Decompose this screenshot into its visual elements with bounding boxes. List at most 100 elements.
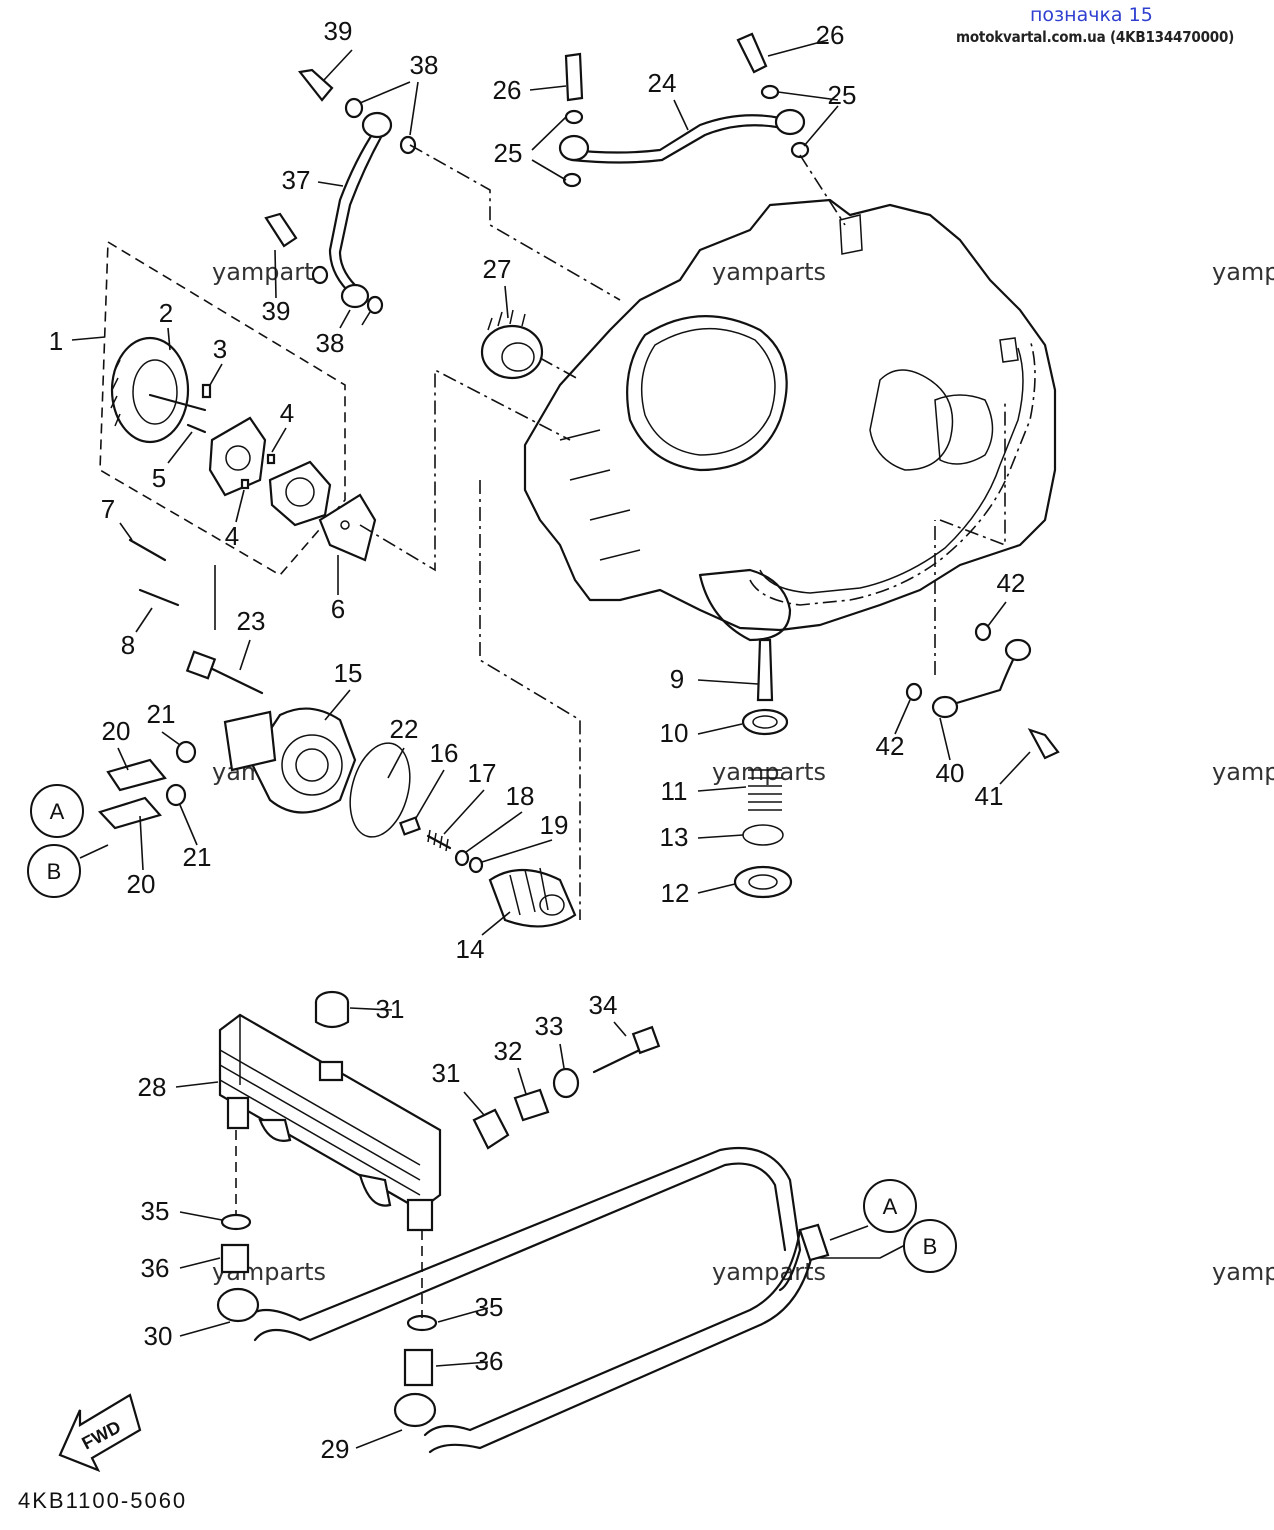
callout-leader-line <box>987 601 1007 627</box>
callout-leader-line <box>179 1211 223 1221</box>
callout-number: 10 <box>660 718 689 748</box>
callout-leader-line <box>481 839 553 863</box>
callout-number: 22 <box>390 714 419 744</box>
callout-10: 10 <box>660 718 743 748</box>
callout-leader-line <box>443 789 485 835</box>
callout-number: 2 <box>159 298 173 328</box>
callout-number: 6 <box>331 594 345 624</box>
callout-39: 39 <box>262 249 290 326</box>
callout-leader-line <box>777 91 839 147</box>
source-reference: motokvartal.com.ua (4KB134470000) <box>956 28 1235 46</box>
callout-18: 18 <box>465 781 534 853</box>
callout-16: 16 <box>415 738 458 819</box>
callout-leader-line <box>504 285 509 319</box>
callout-leader-line <box>529 85 567 91</box>
watermark: yamparts <box>1212 258 1274 286</box>
callout-leader-line <box>359 81 419 136</box>
callout-leader-line <box>697 786 747 792</box>
callout-37: 37 <box>282 165 344 195</box>
callout-6: 6 <box>331 555 345 624</box>
callout-number: 8 <box>121 630 135 660</box>
callout-leader-line <box>167 431 193 464</box>
callout-leader-line <box>517 1067 527 1095</box>
diagram-code: 4KB1100-5060 <box>18 1488 187 1513</box>
oil-cooler-group <box>216 990 906 1454</box>
callout-leader-line <box>435 1361 489 1367</box>
callout-number: 12 <box>661 878 690 908</box>
strainer-group <box>733 638 793 899</box>
callout-number: 5 <box>152 463 166 493</box>
callout-number: 25 <box>494 138 523 168</box>
callout-leader-line <box>613 1021 627 1037</box>
callout-number: 36 <box>475 1346 504 1376</box>
callout-leader-line <box>161 731 181 746</box>
callout-number: 14 <box>456 934 485 964</box>
callout-26: 26 <box>493 75 567 105</box>
svg-text:A: A <box>883 1194 898 1219</box>
callout-leader-line <box>939 717 951 761</box>
callout-35: 35 <box>437 1292 504 1323</box>
oil-filter-group <box>79 480 581 928</box>
svg-text:B: B <box>47 859 62 884</box>
crankcase-drawing <box>523 198 1057 642</box>
callout-number: 31 <box>432 1058 461 1088</box>
callout-leader-line <box>673 99 689 131</box>
callout-leader-line <box>239 639 251 671</box>
callout-leader-line <box>175 1081 219 1088</box>
callout-36: 36 <box>141 1253 221 1283</box>
callout-leader-line <box>71 336 106 341</box>
callout-leader-line <box>209 363 223 386</box>
callout-number: 4 <box>225 521 239 551</box>
callout-leader-line <box>179 1321 231 1337</box>
diagram-reference-title[interactable]: позначка 15 <box>1030 4 1153 26</box>
callout-leader-line <box>697 883 736 894</box>
callout-leader-line <box>894 699 911 735</box>
callout-number: 42 <box>997 568 1026 598</box>
callout-number: 13 <box>660 822 689 852</box>
callout-4: 4 <box>225 489 245 551</box>
callout-33: 33 <box>535 1011 565 1069</box>
callout-1: 1 <box>49 326 106 356</box>
callout-leader-line <box>117 747 129 771</box>
callout-number: 30 <box>144 1321 173 1351</box>
callout-8: 8 <box>121 607 153 660</box>
callout-number: 42 <box>876 731 905 761</box>
callout-11: 11 <box>661 776 747 806</box>
callout-30: 30 <box>144 1321 231 1351</box>
callout-13: 13 <box>660 822 744 852</box>
callout-number: 9 <box>670 664 684 694</box>
callout-number: 20 <box>102 716 131 746</box>
callout-25: 25 <box>494 116 567 181</box>
callout-number: 25 <box>828 80 857 110</box>
callout-number: 38 <box>316 328 345 358</box>
watermark: yamparts <box>712 758 827 786</box>
callout-number: 35 <box>141 1196 170 1226</box>
callout-7: 7 <box>101 494 133 541</box>
callout-38: 38 <box>316 309 371 358</box>
callout-number: 41 <box>975 781 1004 811</box>
callout-32: 32 <box>494 1036 527 1095</box>
callout-number: 24 <box>648 68 677 98</box>
callout-leader-line <box>697 679 759 685</box>
callout-21: 21 <box>147 699 181 746</box>
callout-28: 28 <box>138 1072 219 1102</box>
callout-number: 23 <box>237 606 266 636</box>
callout-number: 29 <box>321 1434 350 1464</box>
callout-39: 39 <box>323 16 353 81</box>
forward-direction-arrow: FWD <box>58 1393 142 1473</box>
callout-leader-line <box>235 489 245 523</box>
callout-number: 4 <box>280 398 294 428</box>
callout-number: 11 <box>661 776 688 806</box>
callout-number: 35 <box>475 1292 504 1322</box>
callout-31: 31 <box>432 1058 485 1116</box>
callout-number: 36 <box>141 1253 170 1283</box>
oil-delivery-pipes <box>264 32 846 315</box>
callout-number: 27 <box>483 254 512 284</box>
callout-26: 26 <box>767 20 844 57</box>
gear-27 <box>480 309 581 381</box>
callout-number: 39 <box>324 16 353 46</box>
callout-number: 17 <box>468 758 497 788</box>
callout-23: 23 <box>237 606 266 671</box>
callout-29: 29 <box>321 1429 403 1464</box>
callout-number: 32 <box>494 1036 523 1066</box>
